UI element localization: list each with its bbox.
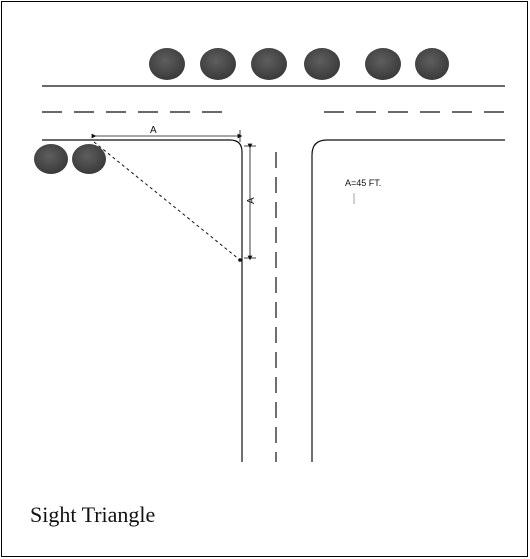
dimension-label-horizontal: A [150,125,157,136]
shrub [200,48,236,80]
corner-shrub [34,144,68,174]
shrub [149,48,185,80]
shrub [365,48,401,80]
distance-note: A=45 FT. [345,178,381,188]
shrub [251,48,287,80]
sight-line-endpoint [238,258,242,262]
sight-line [93,141,241,261]
corner-shrub [72,144,106,174]
figure-caption: Sight Triangle [30,502,156,527]
shrub [415,48,449,80]
curb-right-corner [311,139,505,462]
dimension-label-vertical: A [246,197,257,204]
shrub [304,48,340,80]
curb-left-corner [42,139,243,462]
